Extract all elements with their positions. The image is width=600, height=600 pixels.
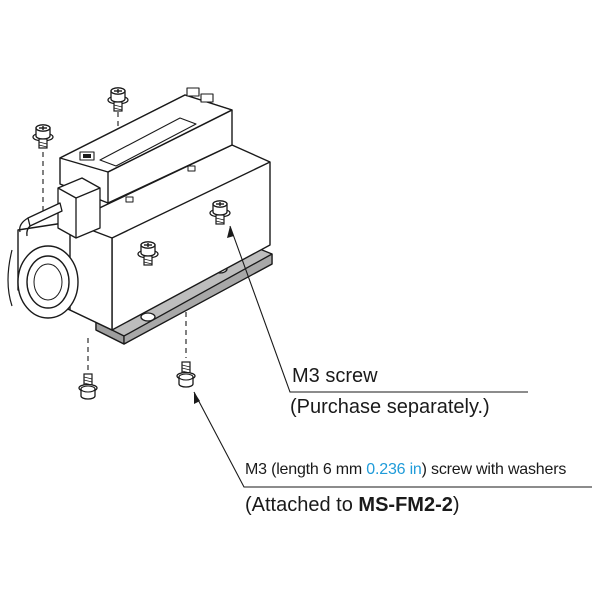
- attached-label: (Attached to MS-FM2-2): [245, 494, 460, 517]
- washer-screw-suffix: ) screw with washers: [421, 461, 567, 478]
- washer-screw-left: [78, 373, 98, 400]
- inch-value: 0.236 in: [366, 461, 422, 478]
- washer-screw-label: M3 (length 6 mm 0.236 in) screw with was…: [245, 461, 566, 479]
- leader-lines: [193, 225, 592, 488]
- cable-connector: [19, 177, 101, 239]
- m3-screw-label: M3 screw: [292, 365, 378, 387]
- part-number: MS-FM2-2: [358, 494, 453, 516]
- sensor-body: [7, 144, 271, 331]
- display-unit: [59, 87, 233, 204]
- attached-suffix: ): [452, 494, 460, 516]
- attached-prefix: (Attached to: [245, 494, 359, 516]
- leader-arrows: [194, 226, 234, 404]
- m3-screw-top-back: [107, 87, 129, 112]
- purchase-note-label: (Purchase separately.): [290, 396, 490, 418]
- m3-screw-top-left: [32, 124, 54, 149]
- washer-screw-right: [176, 361, 196, 388]
- washer-screw-prefix: M3 (length 6 mm: [245, 461, 367, 478]
